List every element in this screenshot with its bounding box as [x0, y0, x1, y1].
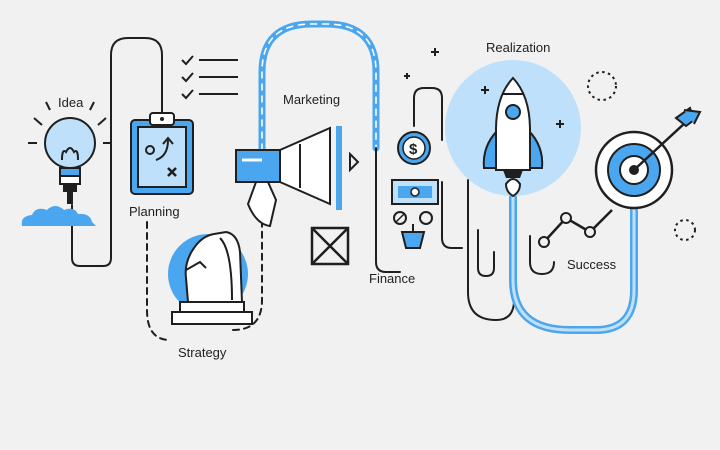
- megaphone-icon: [235, 126, 360, 228]
- path-realization-success-inner: [511, 188, 636, 332]
- path-idea-planning: [71, 37, 163, 267]
- path-finance-up: [413, 87, 443, 141]
- crossed-box-icon: [310, 226, 350, 266]
- light-bulb-icon: [28, 101, 112, 204]
- path-realization-loop: [467, 179, 515, 321]
- svg-text:$: $: [409, 141, 418, 158]
- plus-decor-3: [481, 86, 489, 94]
- label-success: Success: [567, 257, 617, 272]
- stage-marketing: Marketing: [235, 92, 360, 266]
- cloud-shape: [21, 206, 96, 226]
- label-strategy: Strategy: [178, 345, 227, 360]
- label-realization: Realization: [486, 40, 550, 55]
- dollar-coin-icon: $: [397, 131, 431, 165]
- stage-realization: Realization: [445, 40, 581, 198]
- plus-decor-1: [431, 48, 439, 56]
- path-planning-strategy: [146, 221, 171, 341]
- path-rocket-hook: [477, 229, 495, 277]
- process-path: [71, 20, 638, 341]
- dotted-circle-bottom: [674, 219, 696, 241]
- stage-finance: $ Finance: [369, 48, 439, 286]
- checklist-icon: [181, 55, 238, 100]
- label-finance: Finance: [369, 271, 415, 286]
- rocket-icon: [482, 76, 544, 198]
- stage-strategy: Strategy: [168, 230, 253, 360]
- label-idea: Idea: [58, 95, 84, 110]
- money-plant-icon: [393, 211, 433, 249]
- path-success-hook: [529, 235, 555, 275]
- path-finance-realization: [441, 181, 463, 249]
- plus-decor-4: [556, 120, 564, 128]
- chess-knight-icon: [171, 230, 253, 325]
- stage-idea: Idea: [21, 95, 112, 226]
- path-marketing-arch: [258, 20, 380, 154]
- label-planning: Planning: [129, 204, 180, 219]
- stage-planning: Planning: [129, 55, 238, 219]
- dotted-circle-top: [587, 71, 617, 101]
- growth-chart-icon: [538, 209, 613, 248]
- path-strategy-marketing: [232, 199, 263, 331]
- stage-success: Success: [538, 71, 702, 272]
- target-arrow-icon: [594, 106, 702, 210]
- banknote-icon: [391, 179, 439, 205]
- path-marketing-finance: [375, 147, 401, 273]
- plus-decor-2: [404, 73, 410, 79]
- path-marketing-arch-dash: [261, 23, 377, 151]
- clipboard-plan-icon: [130, 112, 194, 195]
- label-marketing: Marketing: [283, 92, 340, 107]
